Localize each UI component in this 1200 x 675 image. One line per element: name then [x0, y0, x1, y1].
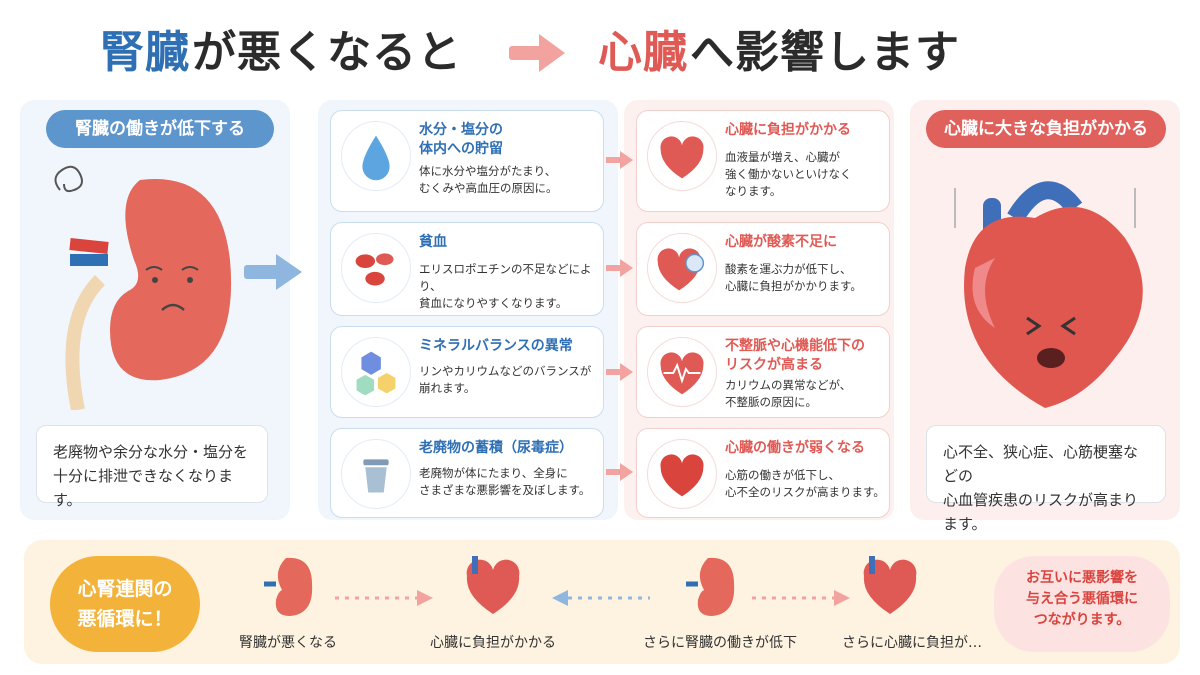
effect-card: 不整脈や心機能低下の リスクが高まる カリウムの異常などが、 不整脈の原因に。 [636, 326, 890, 418]
cause-text-2: むくみや高血圧の原因に。 [419, 181, 558, 195]
heart-explanation: 心不全、狭心症、心筋梗塞などの 心血管疾患のリスクが高まります。 [926, 425, 1166, 533]
effect-text-1: 酸素を運ぶ力が低下し、 [725, 262, 852, 276]
cause-text-1: リンやカリウムなどのバランスが [419, 364, 592, 378]
cycle-note-line3: つながります。 [1033, 612, 1131, 628]
effect-text-2: 不整脈の原因に。 [725, 395, 817, 409]
title-kidney: 腎臓 [100, 27, 190, 78]
small-heart-icon [466, 556, 520, 614]
effect-text-2: 心不全のリスクが高まります。 [725, 485, 885, 499]
title-part1: が悪くなると [192, 27, 462, 78]
small-arrow-icon [606, 151, 633, 169]
title-part2: へ影響します [690, 27, 960, 78]
effect-text-2: 強く働かないといけなく [725, 167, 852, 181]
effect-title: 心臓が酸素不足に [725, 234, 837, 250]
cause-text-2: 崩れます。 [419, 381, 476, 395]
effect-text-1: 心筋の働きが低下し、 [725, 468, 840, 482]
cycle-note: お互いに悪影響を 与え合う悪循環に つながります。 [994, 556, 1170, 652]
cause-card: 水分・塩分の 体内への貯留 体に水分や塩分がたまり、 むくみや高血圧の原因に。 [330, 110, 604, 212]
small-heart-icon [863, 556, 917, 614]
page-title: 腎臓 が悪くなると 心臓 へ影響します [0, 18, 1200, 88]
dotted-arrow-back-icon [552, 590, 650, 606]
cause-title: 老廃物の蓄積（尿毒症） [419, 440, 573, 456]
water-drop-icon [341, 121, 411, 191]
small-arrow-icon [606, 259, 633, 277]
cycle-note-line1: お互いに悪影響を [1026, 570, 1138, 586]
title-heart: 心臓 [598, 27, 688, 78]
effect-text-1: カリウムの異常などが、 [725, 378, 852, 392]
kidney-explanation-line1: 老廃物や余分な水分・塩分を [53, 443, 249, 461]
red-blood-cells-icon [341, 233, 411, 303]
cause-title: ミネラルバランスの異常 [419, 338, 573, 354]
cycle-step-label: さらに心臓に負担が… [842, 635, 982, 651]
effect-text-1: 血液量が増え、心臓が [725, 150, 840, 164]
small-arrow-icon [606, 363, 633, 381]
cause-title: 貧血 [419, 234, 447, 250]
effect-card: 心臓に負担がかかる 血液量が増え、心臓が 強く働かないといけなく なります。 [636, 110, 890, 212]
dotted-arrow-icon [752, 590, 850, 606]
heart-explanation-line1: 心不全、狭心症、心筋梗塞などの [943, 443, 1139, 485]
vicious-cycle-band [24, 540, 1180, 664]
title-arrow-icon [509, 34, 565, 72]
kidney-explanation: 老廃物や余分な水分・塩分を 十分に排泄できなくなります。 [36, 425, 268, 509]
kidney-explanation-line2: 十分に排泄できなくなります。 [53, 467, 234, 509]
cycle-note-line2: 与え合う悪循環に [1026, 591, 1138, 607]
effect-card: 心臓の働きが弱くなる 心筋の働きが低下し、 心不全のリスクが高まります。 [636, 428, 890, 518]
cause-card: ミネラルバランスの異常 リンやカリウムなどのバランスが 崩れます。 [330, 326, 604, 418]
cause-text-2: さまざまな悪影響を及ぼします。 [419, 483, 591, 497]
mineral-hexagons-icon [341, 337, 411, 407]
cause-title-2: 体内への貯留 [419, 141, 503, 157]
ecg-heart-icon [647, 337, 717, 407]
tired-heart-icon [647, 121, 717, 191]
small-arrow-icon [606, 463, 633, 481]
heart-explanation-line2: 心血管疾患のリスクが高まります。 [943, 491, 1139, 533]
heart-header: 心臓に大きな負担がかかる [926, 110, 1166, 148]
cause-text-2: 貧血になりやすくなります。 [419, 296, 568, 310]
kidney-header: 腎臓の働きが低下する [46, 110, 274, 148]
effect-text-2: 心臓に負担がかかります。 [725, 279, 862, 293]
small-kidney-icon [686, 557, 735, 616]
cause-text-1: エリスロポエチンの不足などにより、 [419, 262, 592, 293]
cycle-step-label: さらに腎臓の働きが低下 [643, 635, 797, 651]
cause-card: 貧血 エリスロポエチンの不足などにより、 貧血になりやすくなります。 [330, 222, 604, 316]
distressed-heart-icon [954, 181, 1143, 408]
cause-title: 水分・塩分の [419, 122, 503, 138]
cycle-badge-line2: 悪循環に！ [77, 608, 173, 630]
dotted-arrow-icon [335, 590, 433, 606]
effect-title: 心臓の働きが弱くなる [725, 440, 865, 456]
cause-card: 老廃物の蓄積（尿毒症） 老廃物が体にたまり、全身に さまざまな悪影響を及ぼします… [330, 428, 604, 518]
effect-title: 心臓に負担がかかる [725, 122, 851, 138]
effect-text-3: なります。 [725, 184, 782, 198]
cycle-badge: 心腎連関の 悪循環に！ [50, 556, 200, 652]
cycle-step-label: 心臓に負担がかかる [430, 635, 556, 651]
trash-can-icon [341, 439, 411, 509]
flow-arrow-icon [244, 254, 302, 290]
cycle-step-label: 腎臓が悪くなる [239, 635, 337, 651]
effect-title-2: リスクが高まる [725, 357, 823, 373]
weak-heart-icon [647, 439, 717, 509]
small-kidney-icon [264, 557, 313, 616]
cause-text-1: 老廃物が体にたまり、全身に [419, 466, 568, 480]
effect-card: 心臓が酸素不足に 酸素を運ぶ力が低下し、 心臓に負担がかかります。 [636, 222, 890, 316]
effect-title: 不整脈や心機能低下の [725, 338, 865, 354]
cause-text-1: 体に水分や塩分がたまり、 [419, 164, 557, 178]
oxygen-heart-icon [647, 233, 717, 303]
cycle-badge-line1: 心腎連関の [77, 578, 173, 600]
sad-kidney-icon [54, 165, 232, 410]
